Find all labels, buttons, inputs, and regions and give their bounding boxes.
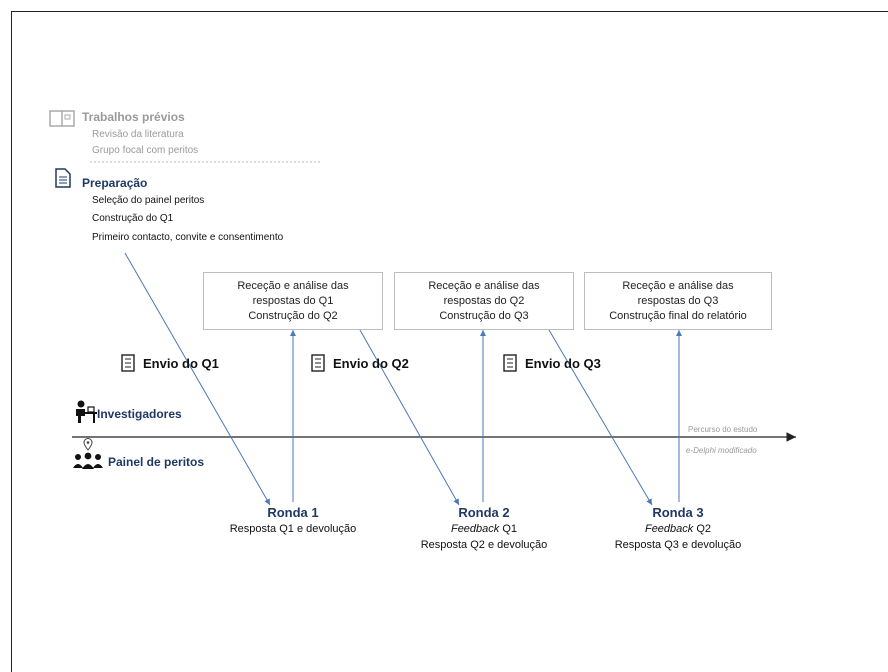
- timeline-label-top: Percurso do estudo: [688, 425, 758, 434]
- trabalhos-item: Revisão da literatura: [92, 129, 184, 140]
- preparacao-item: Primeiro contacto, convite e consentimen…: [92, 232, 284, 243]
- envio-q3: Envio do Q3: [503, 354, 601, 372]
- analysis-box-1: Receção e análise das respostas do Q1 Co…: [203, 272, 383, 330]
- envio-q2: Envio do Q2: [311, 354, 409, 372]
- preparacao-item: Seleção do painel peritos: [92, 195, 205, 206]
- ronda-line: Resposta Q3 e devolução: [614, 539, 742, 551]
- box-line: Construção final do relatório: [609, 309, 747, 322]
- ronda-feedback: Feedback Q2: [598, 521, 758, 537]
- analysis-box-3: Receção e análise das respostas do Q3 Co…: [584, 272, 772, 330]
- box-line: Receção e análise das: [622, 279, 734, 292]
- researcher-desk-icon: [72, 399, 98, 430]
- trabalhos-title: Trabalhos prévios: [82, 110, 185, 124]
- preparacao-title: Preparação: [82, 176, 148, 190]
- ronda-feedback: Feedback Q1: [404, 521, 564, 537]
- form-icon: [503, 354, 517, 372]
- box-line: respostas do Q1: [252, 294, 334, 307]
- ronda-3: Ronda 3 Feedback Q2 Resposta Q3 e devolu…: [598, 505, 758, 553]
- book-icon: [49, 110, 75, 133]
- box-line: respostas do Q3: [637, 294, 719, 307]
- trabalhos-item: Grupo focal com peritos: [92, 145, 199, 156]
- box-line: Construção do Q2: [248, 309, 338, 322]
- preparacao-item: Construção do Q1: [92, 213, 174, 224]
- ronda-title: Ronda 3: [652, 505, 704, 520]
- form-icon: [311, 354, 325, 372]
- ronda-title: Ronda 1: [267, 505, 319, 520]
- investigadores-label: Investigadores: [97, 407, 182, 421]
- envio-label: Envio do Q2: [333, 355, 409, 371]
- send-arrow-q3: [548, 329, 653, 506]
- group-icon: [72, 452, 104, 475]
- ronda-2: Ronda 2 Feedback Q1 Resposta Q2 e devolu…: [404, 505, 564, 553]
- form-icon: [121, 354, 135, 372]
- envio-label: Envio do Q3: [525, 355, 601, 371]
- send-arrow-q2: [359, 329, 460, 506]
- send-arrow-q1: [124, 252, 271, 506]
- ronda-line: Resposta Q1 e devolução: [229, 523, 357, 535]
- feedback-word: Feedback: [450, 523, 500, 535]
- painel-label: Painel de peritos: [108, 455, 205, 469]
- feedback-word: Feedback: [644, 523, 694, 535]
- analysis-box-2: Receção e análise das respostas do Q2 Co…: [394, 272, 574, 330]
- ronda-line: Resposta Q2 e devolução: [420, 539, 548, 551]
- envio-label: Envio do Q1: [143, 355, 219, 371]
- feedback-q: Q2: [693, 523, 712, 535]
- box-line: respostas do Q2: [443, 294, 525, 307]
- timeline-label-bottom: e-Delphi modificado: [686, 446, 757, 455]
- figure-frame: [11, 11, 888, 672]
- connector-lines: [72, 161, 796, 506]
- document-icon: [55, 168, 71, 193]
- box-line: Receção e análise das: [428, 279, 540, 292]
- ronda-title: Ronda 2: [458, 505, 510, 520]
- envio-q1: Envio do Q1: [121, 354, 219, 372]
- box-line: Construção do Q3: [439, 309, 529, 322]
- ronda-1: Ronda 1 Resposta Q1 e devolução: [213, 505, 373, 537]
- location-pin-icon: [83, 438, 93, 456]
- box-line: Receção e análise das: [237, 279, 349, 292]
- feedback-q: Q1: [499, 523, 518, 535]
